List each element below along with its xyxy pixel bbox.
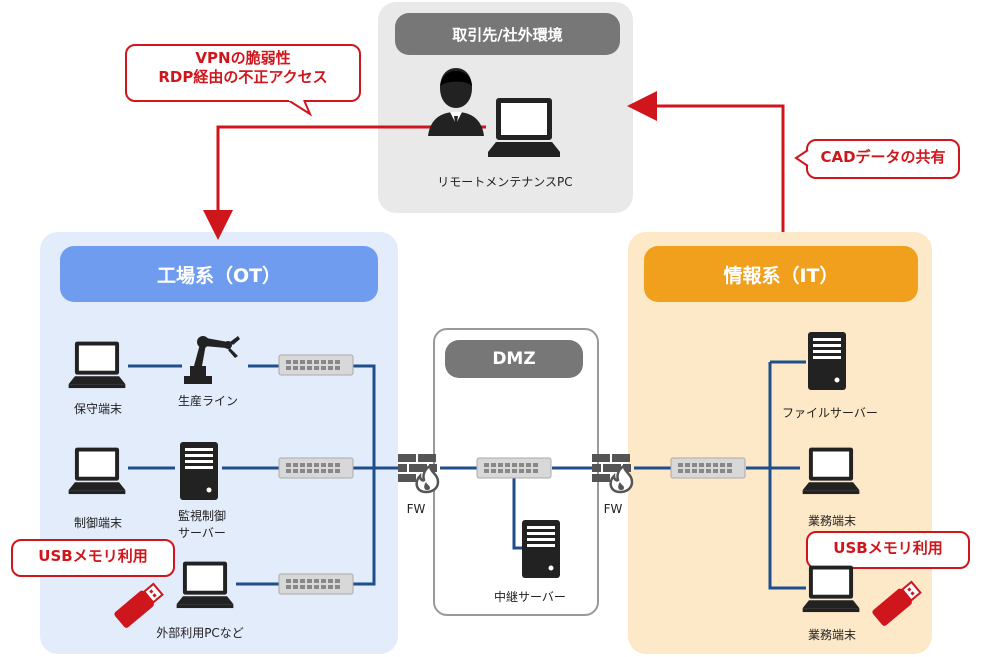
ot-header: 工場系（OT）	[60, 246, 378, 302]
laptop-icon	[68, 447, 126, 495]
external-environment-title: 取引先/社外環境	[452, 25, 563, 44]
firewall-right-label: FW	[603, 502, 623, 516]
vpn-callout-line1: VPNの脆弱性	[195, 49, 291, 67]
firewall-icon	[592, 454, 634, 494]
it-title: 情報系（IT）	[723, 264, 839, 287]
usb-callout-left-text: USBメモリ利用	[38, 547, 148, 565]
usb-callout-left: USBメモリ利用	[11, 539, 175, 577]
laptop-icon	[802, 447, 860, 495]
maintenance-terminal-label: 保守端末	[73, 402, 122, 416]
cad-callout: CADデータの共有	[806, 139, 960, 179]
it-header: 情報系（IT）	[644, 246, 918, 302]
cad-callout-tail	[794, 149, 809, 167]
business-terminal-1-label: 業務端末	[807, 514, 856, 528]
control-terminal-label: 制御端末	[73, 516, 122, 530]
remote-maintenance-pc-label: リモートメンテナンスPC	[437, 175, 573, 189]
monitor-server-label-line2: サーバー	[178, 526, 226, 540]
ot-title: 工場系（OT）	[156, 264, 282, 287]
external-environment-header: 取引先/社外環境	[395, 13, 620, 55]
business-terminal-2-label: 業務端末	[807, 628, 856, 642]
network-switch-icon	[278, 354, 354, 376]
robot-arm-icon	[184, 336, 240, 384]
dmz-header: DMZ	[445, 340, 583, 378]
usb-callout-right-text: USBメモリ利用	[833, 539, 943, 557]
laptop-icon	[802, 565, 860, 613]
usb-callout-right: USBメモリ利用	[806, 531, 970, 569]
monitor-server-label-line1: 監視制御	[177, 509, 226, 523]
vpn-callout: VPNの脆弱性 RDP経由の不正アクセス	[125, 44, 361, 102]
relay-server-label: 中継サーバー	[494, 590, 566, 604]
server-icon	[808, 332, 846, 390]
file-server-label: ファイルサーバー	[782, 406, 878, 420]
monitor-server-label: 監視制御 サーバー	[162, 508, 242, 542]
vpn-callout-line2: RDP経由の不正アクセス	[158, 67, 328, 86]
vpn-callout-tail	[287, 100, 313, 117]
network-switch-icon	[278, 457, 354, 479]
usb-drive-icon	[872, 580, 922, 626]
laptop-icon	[488, 98, 560, 157]
firewall-left-label: FW	[406, 502, 426, 516]
server-icon	[522, 520, 560, 578]
dmz-title: DMZ	[492, 349, 536, 369]
network-switch-icon	[278, 573, 354, 595]
firewall-icon	[398, 454, 440, 494]
laptop-icon	[176, 561, 234, 609]
person-icon	[428, 68, 484, 136]
external-pc-label: 外部利用PCなど	[156, 626, 244, 640]
cad-callout-text: CADデータの共有	[820, 148, 946, 166]
server-icon	[180, 442, 218, 500]
production-line-label: 生産ライン	[177, 394, 238, 408]
network-switch-icon	[670, 457, 746, 479]
usb-drive-icon	[114, 582, 164, 628]
network-switch-icon	[476, 457, 552, 479]
laptop-icon	[68, 341, 126, 389]
it-panel	[628, 232, 932, 654]
